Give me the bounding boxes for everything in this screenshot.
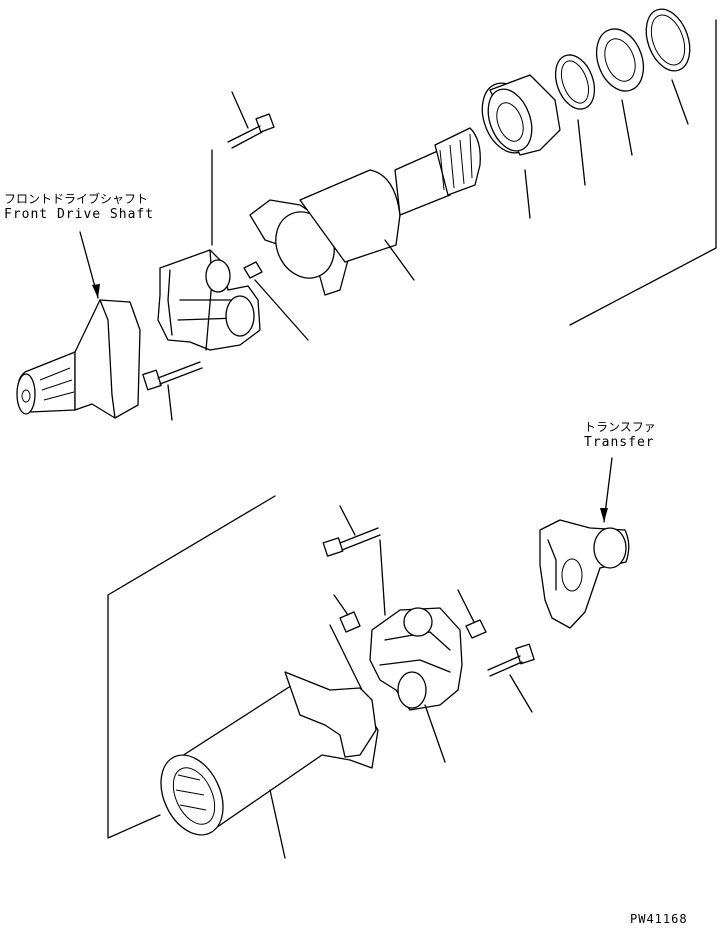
transfer-label: トランスファ Transfer	[584, 420, 656, 450]
transfer-label-jp: トランスファ	[584, 420, 656, 434]
lower-bolt-right	[487, 643, 535, 713]
transfer-label-en: Transfer	[584, 435, 655, 450]
upper-bolt-lower	[142, 361, 203, 421]
transfer-flange-yoke	[539, 519, 630, 629]
upper-spider	[157, 249, 261, 351]
lower-bolt-upper	[322, 505, 381, 557]
upper-slip-yoke	[249, 127, 481, 296]
upper-bolt-top	[227, 91, 275, 149]
lower-grease-fitting-right	[457, 589, 487, 639]
upper-sleeve	[481, 74, 561, 219]
upper-seal-ring	[595, 28, 645, 156]
figure-code: PW41168	[630, 912, 688, 926]
lower-frame-lines	[107, 495, 386, 839]
lower-grease-fitting-left	[333, 594, 361, 633]
upper-frame-lines	[211, 19, 717, 326]
transfer-label-leader	[600, 457, 613, 523]
front-drive-shaft-label-en: Front Drive Shaft	[4, 207, 155, 222]
upper-snap-ring-2	[645, 8, 691, 125]
front-drive-shaft-yoke	[16, 299, 141, 419]
upper-grease-fitting	[243, 261, 309, 341]
front-label-leader	[79, 231, 100, 299]
upper-snap-ring-1	[554, 54, 596, 186]
front-drive-shaft-label: フロントドライブシャフト Front Drive Shaft	[4, 192, 154, 222]
lower-shaft-tube	[160, 671, 379, 859]
lower-spider	[369, 607, 463, 763]
front-drive-shaft-label-jp: フロントドライブシャフト	[4, 192, 149, 206]
